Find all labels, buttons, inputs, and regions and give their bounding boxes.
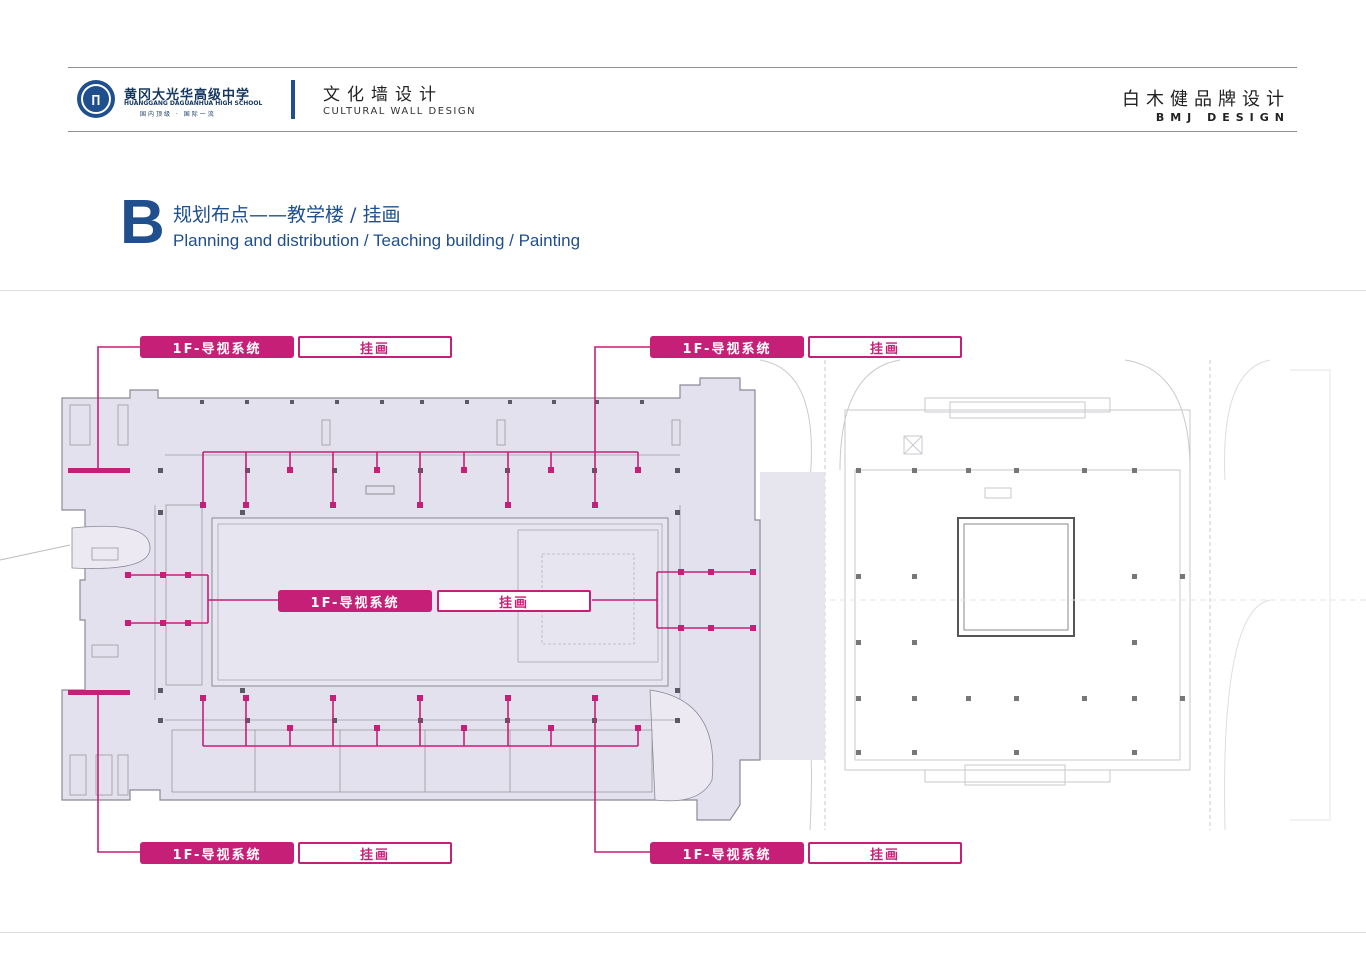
header-divider — [291, 80, 295, 119]
school-logo-emblem: ∏ — [81, 84, 111, 114]
section-subtitle: Planning and distribution / Teaching bui… — [173, 231, 581, 250]
callout-item-tag: 挂画 — [298, 842, 452, 864]
callout-item-tag: 挂画 — [808, 842, 962, 864]
brand-name-en: BMJ DESIGN — [1155, 111, 1290, 124]
section-title: 规划布点——教学楼 / 挂画 — [173, 204, 401, 226]
callout-item-tag: 挂画 — [298, 336, 452, 358]
brand-name: 白木健品牌设计 — [1122, 89, 1290, 110]
header-top-rule — [68, 67, 1297, 68]
callout-system-tag: 1F-导视系统 — [140, 336, 294, 358]
adjacent-columns — [856, 468, 1185, 755]
connector-corridor — [760, 472, 825, 760]
project-title-en: CULTURAL WALL DESIGN — [323, 106, 477, 117]
callout-item-tag: 挂画 — [437, 590, 591, 612]
header-bottom-rule — [68, 131, 1297, 132]
callout-system-tag: 1F-导视系统 — [278, 590, 432, 612]
section-divider-top — [0, 290, 1366, 291]
callout-system-tag: 1F-导视系统 — [140, 842, 294, 864]
callout-system-tag: 1F-导视系统 — [650, 336, 804, 358]
project-title: 文化墙设计 — [323, 85, 443, 105]
section-divider-bottom — [0, 932, 1366, 933]
section-letter: B — [120, 188, 165, 257]
guide-lines — [97, 346, 755, 853]
callout-item-tag: 挂画 — [808, 336, 962, 358]
school-name-en: HUANGGANG DAGUANHUA HIGH SCHOOL — [124, 100, 263, 107]
school-name: 黄冈大光华高级中学 — [124, 88, 251, 103]
school-motto: 国内顶级 · 国际一流 — [140, 111, 216, 118]
painting-markers — [68, 467, 756, 731]
school-logo: ∏ — [77, 80, 115, 118]
callout-system-tag: 1F-导视系统 — [650, 842, 804, 864]
